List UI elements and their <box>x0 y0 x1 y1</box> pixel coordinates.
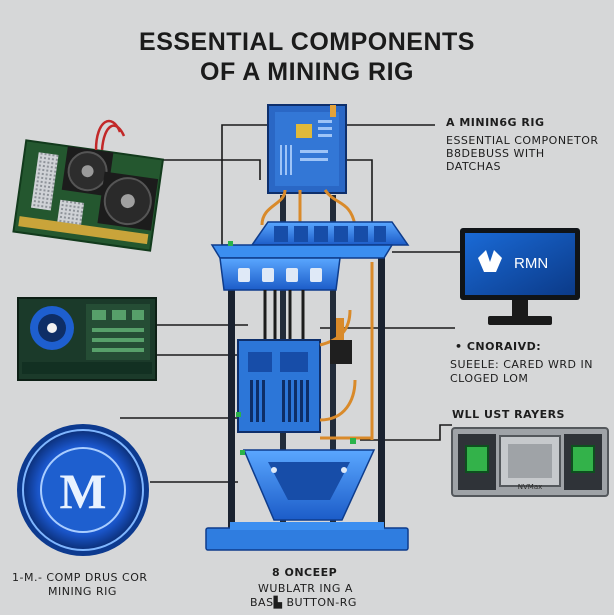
mid-right-line2: CLOGED LOM <box>450 372 529 385</box>
psu-cables <box>319 262 374 440</box>
top-right-heading: A MININ6G RIG <box>446 116 545 129</box>
lower-right-heading: WLL UST RAYERS <box>452 408 565 421</box>
power-supply-unit <box>236 339 321 433</box>
monitor-text: RMN <box>514 255 548 272</box>
lower-tray <box>240 449 376 521</box>
rig-base <box>205 522 409 551</box>
connector-block <box>330 318 356 444</box>
bottom-center-line3: BAS▙ BUTTON-RG <box>250 596 357 609</box>
top-right-line1: ESSENTIAL COMPONETOR <box>446 134 599 147</box>
top-right-line3: DATCHAS <box>446 160 501 173</box>
page-subtitle: OF A MINING RIG <box>200 58 414 86</box>
top-motherboard <box>267 104 347 194</box>
mid-motherboard <box>17 297 157 381</box>
upper-shelf <box>210 241 394 291</box>
top-cables <box>260 189 357 226</box>
center-cables <box>263 290 305 345</box>
bottom-left-line2: MINING RIG <box>48 585 117 598</box>
coin-letter: M <box>59 463 106 519</box>
bottom-center-line1: 8 ONCEEP <box>272 566 338 579</box>
gpu-card: NVMax <box>451 427 609 497</box>
upper-tray <box>250 221 410 246</box>
connector-lines <box>120 124 460 483</box>
red-wires <box>94 119 126 151</box>
gpu-card-label: NVMax <box>518 483 543 491</box>
top-right-line2: B8DEBUSS WITH <box>446 147 545 160</box>
crypto-coin: M <box>17 424 149 556</box>
bottom-center-line2: WUBLATR ING A <box>258 582 353 595</box>
bottom-left-line1: 1-M.- COMP DRUS COR <box>12 571 148 584</box>
monitor-logo-icon <box>478 250 502 272</box>
gpu-fans-board <box>12 139 165 252</box>
monitor: RMN <box>460 228 580 325</box>
page-title: ESSENTIAL COMPONENTS <box>139 28 475 56</box>
mid-right-line1: SUEELE: CARED WRD IN <box>450 358 593 371</box>
mid-right-heading: • CNORAIVD: <box>455 340 542 353</box>
